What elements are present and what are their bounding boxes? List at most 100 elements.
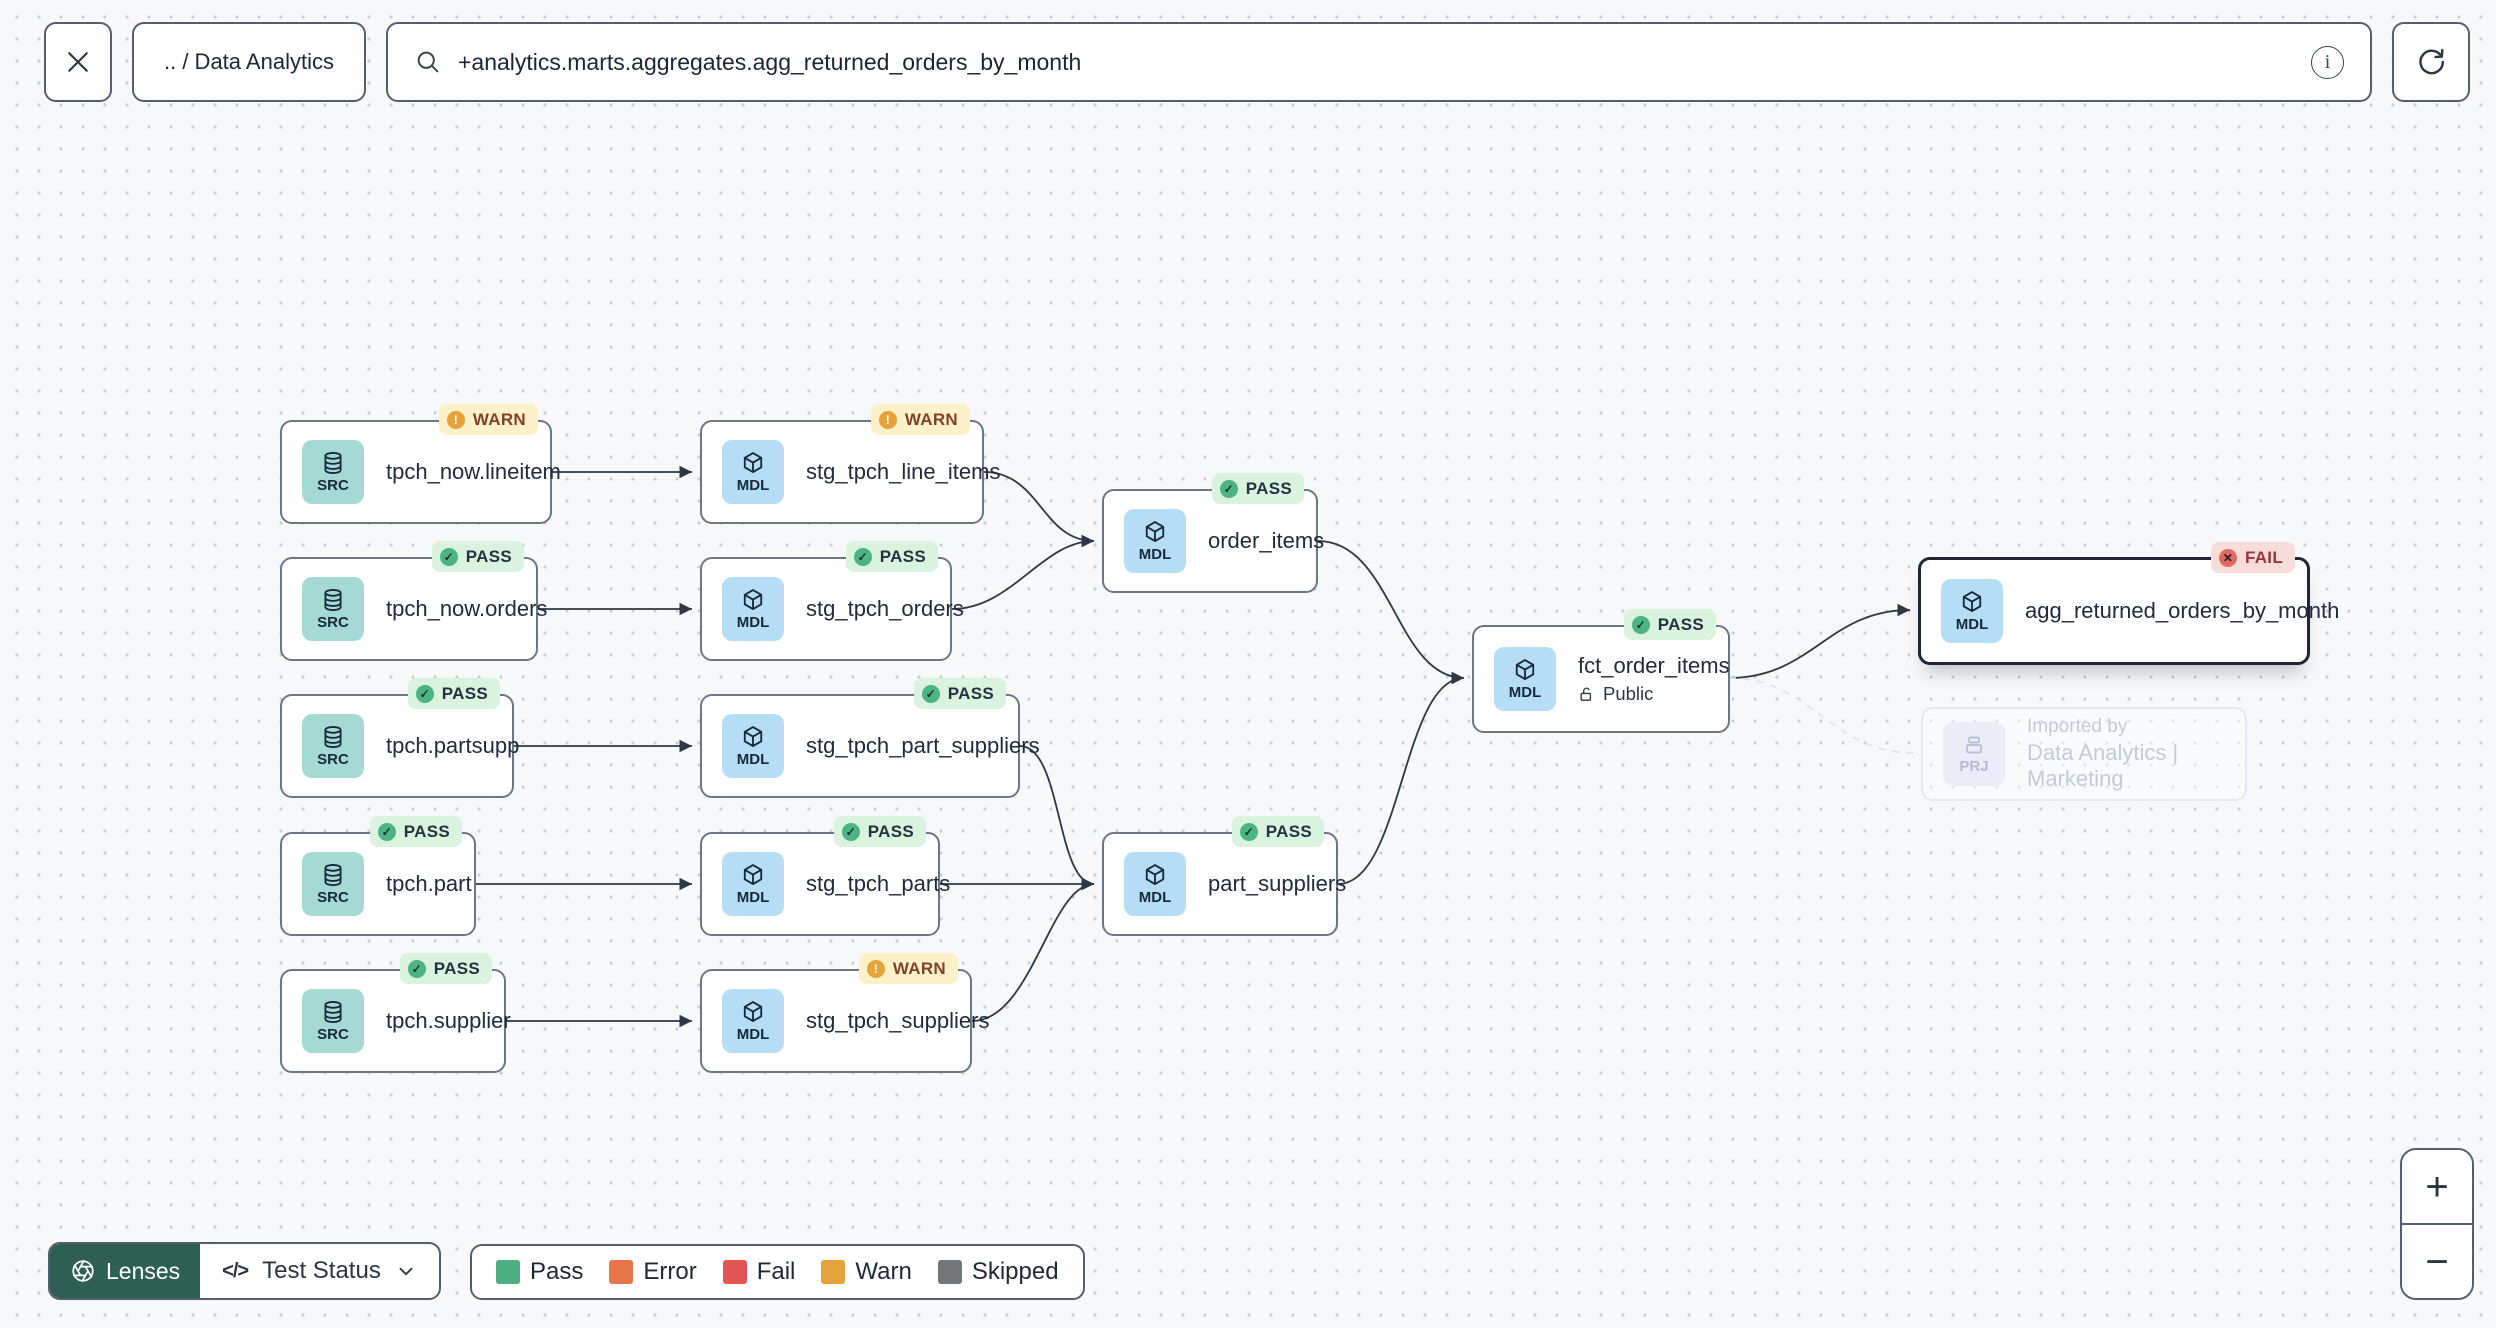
node-part-suppliers[interactable]: ✓ PASS MDL part_suppliers bbox=[1102, 816, 1346, 936]
status-label: PASS bbox=[433, 958, 480, 978]
status-badge: ✓ PASS bbox=[1231, 816, 1324, 847]
warn-icon: ! bbox=[866, 959, 885, 978]
fail-icon: ✕ bbox=[2218, 548, 2237, 567]
refresh-icon bbox=[2419, 48, 2445, 75]
warn-swatch bbox=[821, 1260, 846, 1284]
node-order-items[interactable]: ✓ PASS MDL order_items bbox=[1102, 473, 1324, 593]
lock-open-icon bbox=[1580, 687, 1592, 701]
status-badge: ✓ PASS bbox=[1623, 609, 1716, 640]
check-icon: ✓ bbox=[377, 822, 396, 841]
node-imported-by[interactable]: PRJ Imported by Data Analytics | Marketi… bbox=[1921, 707, 2247, 801]
status-label: PASS bbox=[403, 821, 450, 841]
status-badge: ✓ PASS bbox=[1211, 473, 1304, 504]
status-badge: ✓ PASS bbox=[833, 816, 926, 847]
type-label: MDL bbox=[1138, 546, 1172, 563]
zoom-out-button[interactable]: − bbox=[2402, 1225, 2472, 1298]
check-icon: ✓ bbox=[1219, 479, 1238, 498]
status-badge: ! WARN bbox=[438, 404, 538, 435]
node-label: fct_order_items bbox=[1578, 653, 1730, 678]
legend-item-warn: Warn bbox=[821, 1258, 912, 1286]
cube-icon bbox=[1145, 864, 1165, 886]
project-type-chip: PRJ bbox=[1943, 722, 2005, 786]
model-type-chip: MDL bbox=[1124, 509, 1186, 573]
node-label: stg_tpch_part_suppliers bbox=[806, 733, 1040, 758]
cube-icon bbox=[1145, 521, 1165, 543]
fail-swatch bbox=[722, 1260, 747, 1284]
model-type-chip: MDL bbox=[722, 577, 784, 641]
node-stg-tpch-suppliers[interactable]: ! WARN MDL stg_tpch_suppliers bbox=[700, 953, 989, 1073]
node-tpch-supplier[interactable]: ✓ PASS SRC tpch.supplier bbox=[280, 953, 511, 1073]
status-label: PASS bbox=[465, 546, 512, 566]
legend-item-error: Error bbox=[609, 1258, 697, 1286]
database-icon bbox=[324, 1001, 342, 1023]
check-icon: ✓ bbox=[439, 547, 458, 566]
legend-item-fail: Fail bbox=[722, 1258, 795, 1286]
info-icon[interactable]: i bbox=[2311, 45, 2344, 79]
database-icon bbox=[324, 589, 342, 611]
status-label: PASS bbox=[441, 683, 488, 703]
node-tpch-part[interactable]: ✓ PASS SRC tpch.part bbox=[280, 816, 476, 936]
legend-item-pass: Pass bbox=[496, 1258, 583, 1286]
node-label: stg_tpch_orders bbox=[806, 596, 964, 621]
search-input-value[interactable]: +analytics.marts.aggregates.agg_returned… bbox=[457, 48, 1082, 75]
check-icon: ✓ bbox=[407, 959, 426, 978]
zoom-in-button[interactable]: + bbox=[2402, 1150, 2472, 1223]
check-icon: ✓ bbox=[415, 684, 434, 703]
node-label: part_suppliers bbox=[1208, 871, 1347, 896]
model-type-chip: MDL bbox=[722, 440, 784, 504]
node-label: agg_returned_orders_by_month bbox=[2025, 598, 2340, 623]
type-label: MDL bbox=[736, 889, 770, 906]
type-label: MDL bbox=[736, 751, 770, 768]
node-stg-tpch-parts[interactable]: ✓ PASS MDL stg_tpch_parts bbox=[700, 816, 950, 936]
node-tpch-now-lineitem[interactable]: ! WARN SRC tpch_now.lineitem bbox=[280, 404, 561, 524]
node-tpch-now-orders[interactable]: ✓ PASS SRC tpch_now.orders bbox=[280, 541, 547, 661]
skipped-swatch bbox=[937, 1260, 962, 1284]
status-label: PASS bbox=[947, 683, 994, 703]
node-stg-tpch-orders[interactable]: ✓ PASS MDL stg_tpch_orders bbox=[700, 541, 964, 661]
node-label: stg_tpch_parts bbox=[806, 871, 951, 896]
breadcrumb[interactable]: .. / Data Analytics bbox=[132, 22, 366, 102]
model-type-chip: MDL bbox=[722, 852, 784, 916]
check-icon: ✓ bbox=[1631, 615, 1650, 634]
node-stg-tpch-line-items[interactable]: ! WARN MDL stg_tpch_line_items bbox=[700, 404, 1000, 524]
database-icon bbox=[324, 726, 342, 748]
model-type-chip: MDL bbox=[722, 714, 784, 778]
cube-icon bbox=[1962, 591, 1982, 613]
selector-search[interactable]: +analytics.marts.aggregates.agg_returned… bbox=[385, 22, 2372, 102]
node-label: order_items bbox=[1208, 528, 1325, 553]
node-label: tpch.part bbox=[386, 871, 472, 896]
database-icon bbox=[324, 452, 342, 474]
warn-icon: ! bbox=[446, 410, 465, 429]
node-fct-order-items[interactable]: ✓ PASS MDL fct_order_items Public bbox=[1472, 609, 1730, 733]
source-type-chip: SRC bbox=[302, 440, 364, 504]
type-label: SRC bbox=[317, 614, 349, 631]
check-icon: ✓ bbox=[853, 547, 872, 566]
test-status-legend: Pass Error Fail Warn Skipped bbox=[470, 1244, 1085, 1300]
lens-control: Lenses </> Test Status bbox=[48, 1242, 441, 1300]
model-type-chip: MDL bbox=[1124, 852, 1186, 916]
refresh-button[interactable] bbox=[2392, 22, 2470, 102]
node-tpch-partsupp[interactable]: ✓ PASS SRC tpch.partsupp bbox=[280, 678, 519, 798]
node-stg-tpch-part-suppliers[interactable]: ✓ PASS MDL stg_tpch_part_suppliers bbox=[700, 678, 1040, 798]
node-agg-returned-orders-by-month[interactable]: ✕ FAIL MDL agg_returned_orders_by_month bbox=[1918, 542, 2339, 665]
node-label: tpch.partsupp bbox=[386, 733, 520, 758]
status-badge: ✓ PASS bbox=[431, 541, 524, 572]
node-label: stg_tpch_line_items bbox=[806, 459, 1001, 484]
lens-selector[interactable]: </> Test Status bbox=[200, 1244, 439, 1298]
status-label: PASS bbox=[879, 546, 926, 566]
status-badge: ✓ PASS bbox=[369, 816, 462, 847]
legend-item-skipped: Skipped bbox=[937, 1258, 1059, 1286]
node-label: tpch_now.lineitem bbox=[386, 459, 561, 484]
model-type-chip: MDL bbox=[1941, 579, 2003, 643]
type-label: MDL bbox=[736, 1026, 770, 1043]
status-badge: ! WARN bbox=[870, 404, 970, 435]
lenses-button[interactable]: Lenses bbox=[50, 1244, 201, 1298]
model-type-chip: MDL bbox=[722, 989, 784, 1053]
close-button[interactable] bbox=[44, 22, 112, 102]
check-icon: ✓ bbox=[841, 822, 860, 841]
status-badge: ✓ PASS bbox=[913, 678, 1006, 709]
status-label: PASS bbox=[1265, 821, 1312, 841]
lenses-label: Lenses bbox=[106, 1257, 181, 1284]
node-label: tpch_now.orders bbox=[386, 596, 548, 621]
